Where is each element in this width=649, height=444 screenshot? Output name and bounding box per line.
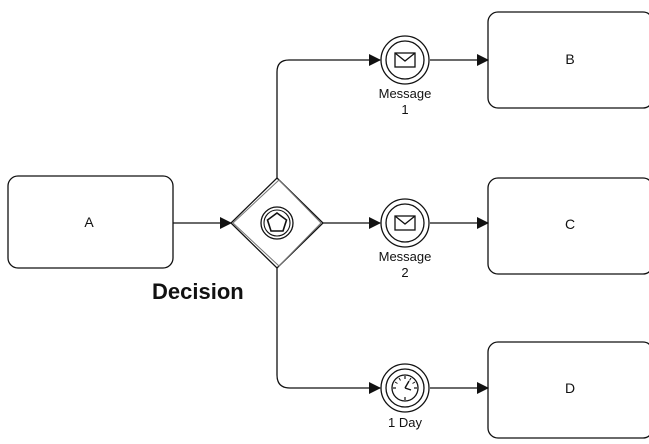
- task-d-label: D: [564, 380, 576, 396]
- gateway-label: Decision: [152, 279, 244, 304]
- event-based-gateway-icon: [260, 206, 294, 240]
- task-c-label: C: [564, 216, 576, 232]
- timer-label: 1 Day: [388, 415, 422, 430]
- clock-icon: [391, 374, 419, 402]
- event-based-gateway[interactable]: [230, 177, 324, 269]
- envelope-icon: [394, 215, 416, 231]
- flow-gateway-to-message1: [276, 54, 381, 178]
- message-2-label-line2: 2: [401, 265, 409, 280]
- message-1-label-line2: 1: [401, 102, 409, 117]
- envelope-icon: [394, 52, 416, 68]
- message-event-1[interactable]: [380, 35, 430, 85]
- timer-event[interactable]: [380, 363, 430, 413]
- task-a[interactable]: [7, 175, 174, 269]
- task-b-label: B: [565, 51, 575, 67]
- message-2-label: Message 2: [360, 249, 450, 281]
- message-event-2[interactable]: [380, 198, 430, 248]
- flow-gateway-to-timer: [276, 268, 381, 394]
- task-a-label: A: [84, 214, 94, 230]
- message-2-label-line1: Message: [378, 249, 432, 264]
- message-1-label: Message 1: [360, 86, 450, 118]
- message-1-label-line1: Message: [378, 86, 432, 101]
